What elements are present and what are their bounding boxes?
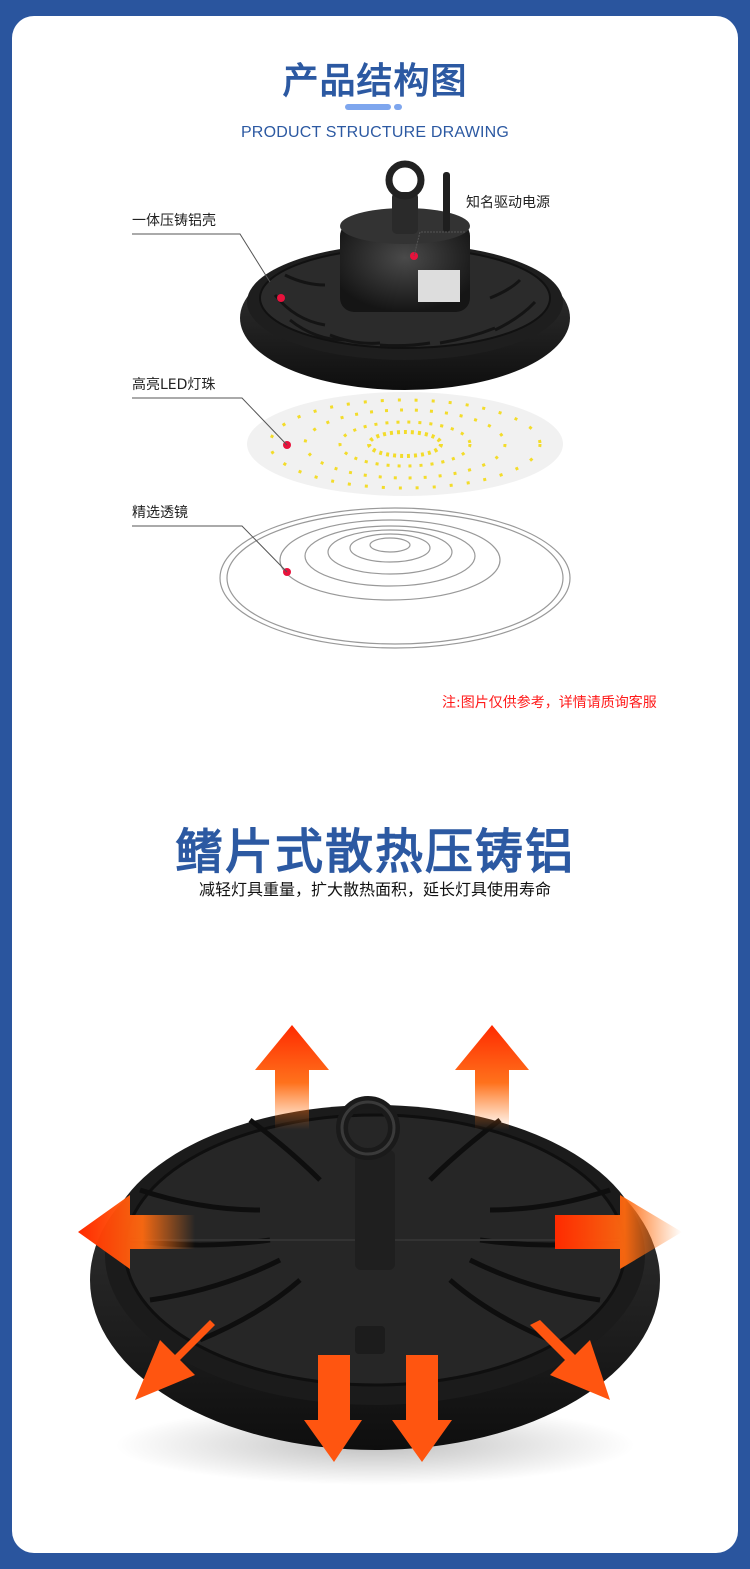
structure-title: 产品结构图 — [282, 61, 468, 102]
heatsink-subtitle: 减轻灯具重量，扩大散热面积，延长灯具使用寿命 — [198, 880, 551, 899]
aluminum-housing — [240, 160, 570, 390]
led-board — [247, 392, 563, 496]
optical-lens — [219, 507, 571, 649]
heatsink-title: 鳍片式散热压铸铝 — [174, 824, 575, 880]
callout-driver: 知名驱动电源 — [466, 195, 550, 211]
structure-subtitle: PRODUCT STRUCTURE DRAWING — [240, 124, 510, 141]
disclaimer-note: 注:图片仅供参考，详情请质询客服 — [442, 695, 657, 711]
heatsink-illustration — [90, 1096, 660, 1485]
callout-housing: 一体压铸铝壳 — [132, 213, 216, 229]
callout-led: 高亮LED灯珠 — [132, 377, 216, 393]
heat-arrows — [78, 1025, 682, 1462]
callout-lines — [132, 231, 465, 573]
callout-lens: 精选透镜 — [132, 505, 188, 521]
title-divider — [345, 104, 402, 123]
